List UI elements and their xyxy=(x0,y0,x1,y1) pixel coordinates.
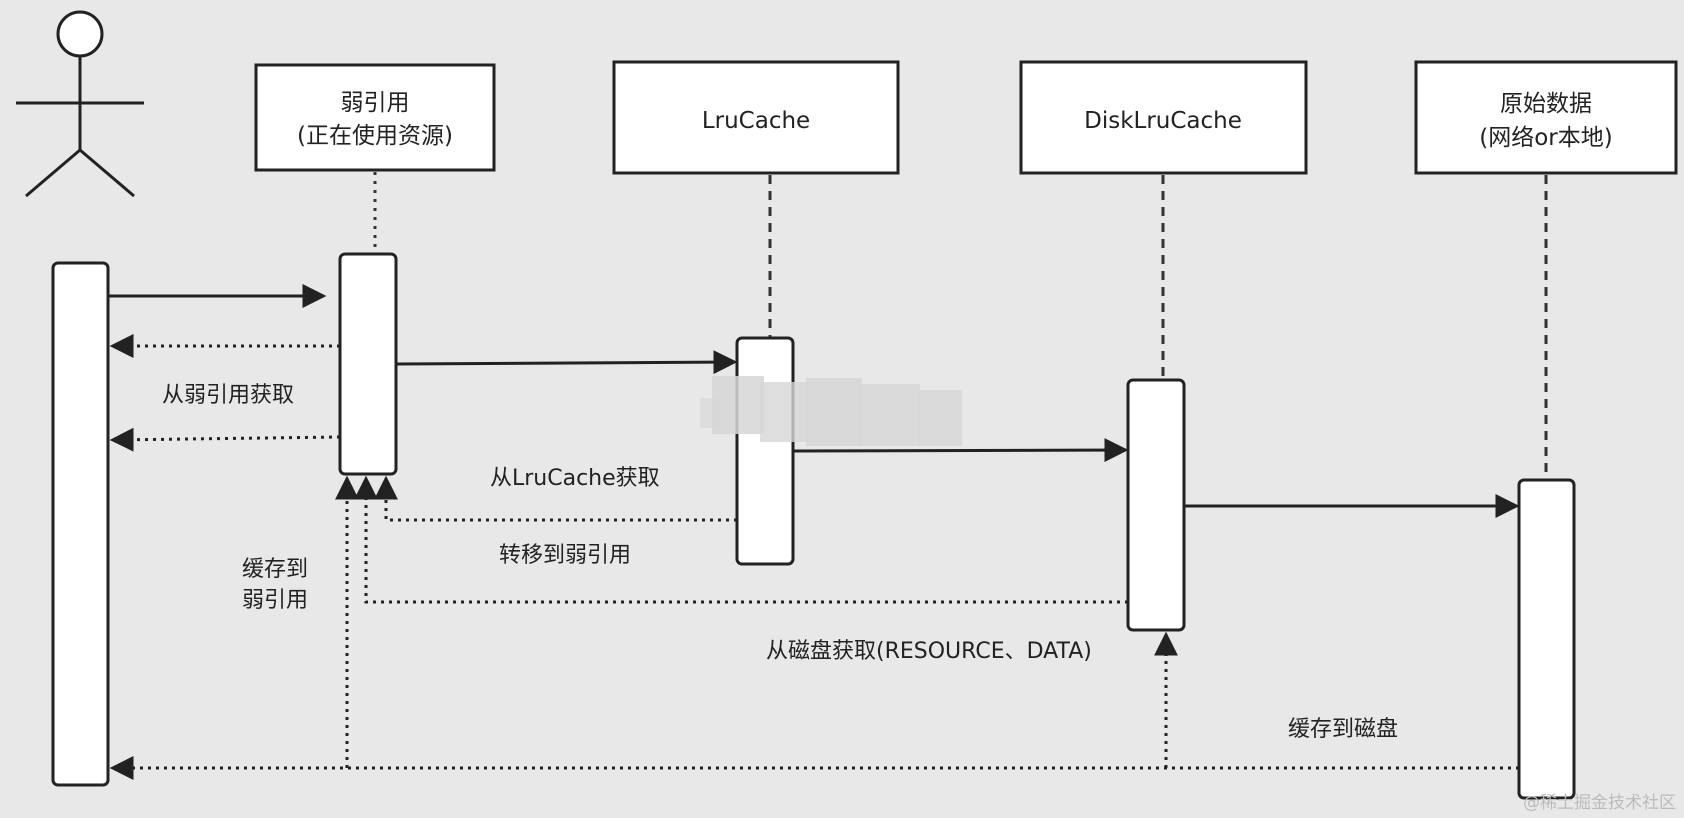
lifeline-header-disk-lru-cache: DiskLruCache xyxy=(1019,60,1308,175)
lifeline-header-raw-data: 原始数据 (网络or本地) xyxy=(1414,60,1678,175)
lifeline-header-lru-cache: LruCache xyxy=(612,60,900,175)
raw-data-title: 原始数据 xyxy=(1500,91,1592,117)
label-cache-to-disk: 缓存到磁盘 xyxy=(1288,717,1398,742)
request-arrow-to-disk-lru-cache xyxy=(792,438,1129,463)
label-from-disk: 从磁盘获取(RESOURCE、DATA) xyxy=(766,639,1092,664)
label-move-to-weak-ref: 转移到弱引用 xyxy=(499,543,631,568)
lru-cache-activation-bar xyxy=(735,336,795,566)
return-arrow-lru-to-weak-ref xyxy=(374,475,737,522)
watermark: @稀土掘金技术社区 xyxy=(1523,793,1676,813)
raw-data-subtitle: (网络or本地) xyxy=(1479,125,1612,151)
weak-ref-subtitle: (正在使用资源) xyxy=(297,123,453,149)
label-cache-to-weak-ref-line1: 缓存到 xyxy=(242,557,308,582)
request-arrow-to-lru-cache xyxy=(395,350,738,375)
lifeline-header-weak-ref: 弱引用 (正在使用资源) xyxy=(254,63,496,172)
raw-data-activation-bar xyxy=(1517,478,1576,800)
disk-lru-cache-activation-bar xyxy=(1126,378,1186,632)
blurred-label-region xyxy=(700,376,962,446)
label-cache-to-weak-ref-line2: 弱引用 xyxy=(242,588,308,613)
return-arrow-weak-ref-2 xyxy=(109,427,341,452)
weak-ref-activation-bar xyxy=(338,252,398,476)
return-arrow-disk-to-weak-ref xyxy=(354,475,1128,604)
actor-activation-bar xyxy=(51,261,110,787)
weak-ref-title: 弱引用 xyxy=(341,90,410,116)
disk-lru-cache-title: DiskLruCache xyxy=(1084,108,1242,134)
label-from-weak-ref: 从弱引用获取 xyxy=(162,383,294,408)
actor-figure xyxy=(16,10,144,198)
lru-cache-title: LruCache xyxy=(702,108,810,134)
label-from-lru-cache: 从LruCache获取 xyxy=(490,466,660,491)
